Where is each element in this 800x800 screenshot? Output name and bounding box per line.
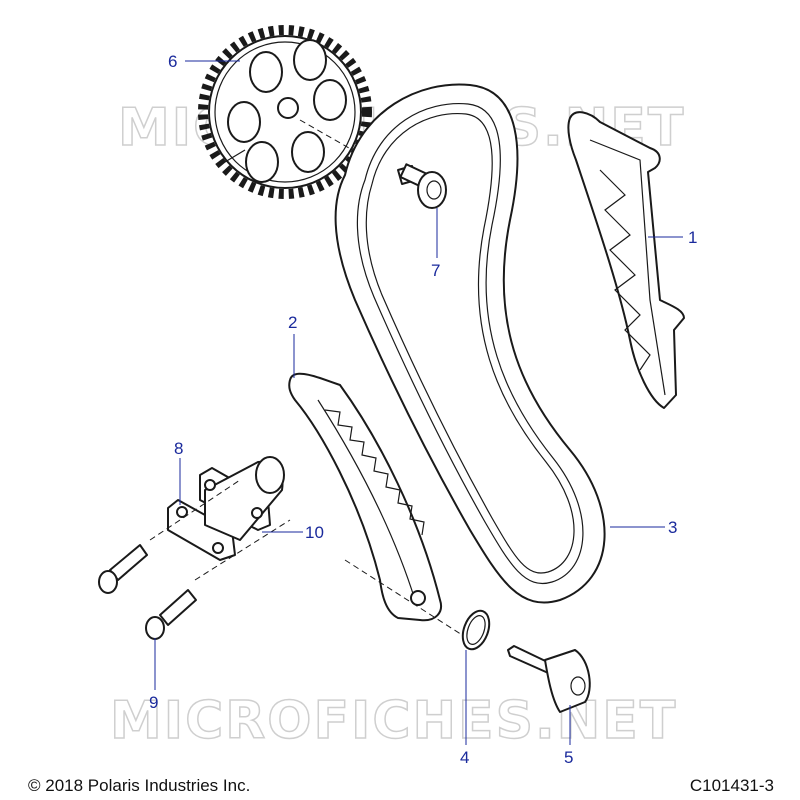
- tensioner-guide-2-part: [288, 372, 442, 622]
- callout-4: 4: [460, 748, 469, 767]
- tensioner-8-part: [167, 456, 285, 561]
- callout-2: 2: [288, 313, 297, 332]
- chain-guide-1-part: [567, 111, 685, 409]
- washer-4-part: [461, 609, 491, 651]
- tensioner-axis-upper: [149, 479, 241, 541]
- sprocket-part: [198, 25, 372, 199]
- sprocket-axis-line: [299, 119, 371, 161]
- watermark-bottom: MICROFICHES.NET: [110, 691, 677, 751]
- callout-7: 7: [431, 261, 440, 280]
- callout-1: 1: [688, 228, 697, 247]
- callout-10: 10: [305, 523, 324, 542]
- callout-8: 8: [174, 439, 183, 458]
- bolt-9-lower-part: [145, 589, 197, 640]
- timing-chain-part: [334, 83, 606, 604]
- callout-3: 3: [668, 518, 677, 537]
- bolt-5-part: [507, 645, 591, 713]
- callout-6: 6: [168, 52, 177, 71]
- bolt-7-part: [397, 163, 447, 209]
- callout-5: 5: [564, 748, 573, 767]
- callout-9: 9: [149, 693, 158, 712]
- copyright-text: © 2018 Polaris Industries Inc.: [28, 776, 251, 795]
- drawing-number: C101431-3: [689, 776, 774, 795]
- tensioner-axis-lower: [194, 519, 291, 581]
- guide-axis-line: [344, 559, 471, 641]
- bolt-9-upper-part: [98, 544, 148, 594]
